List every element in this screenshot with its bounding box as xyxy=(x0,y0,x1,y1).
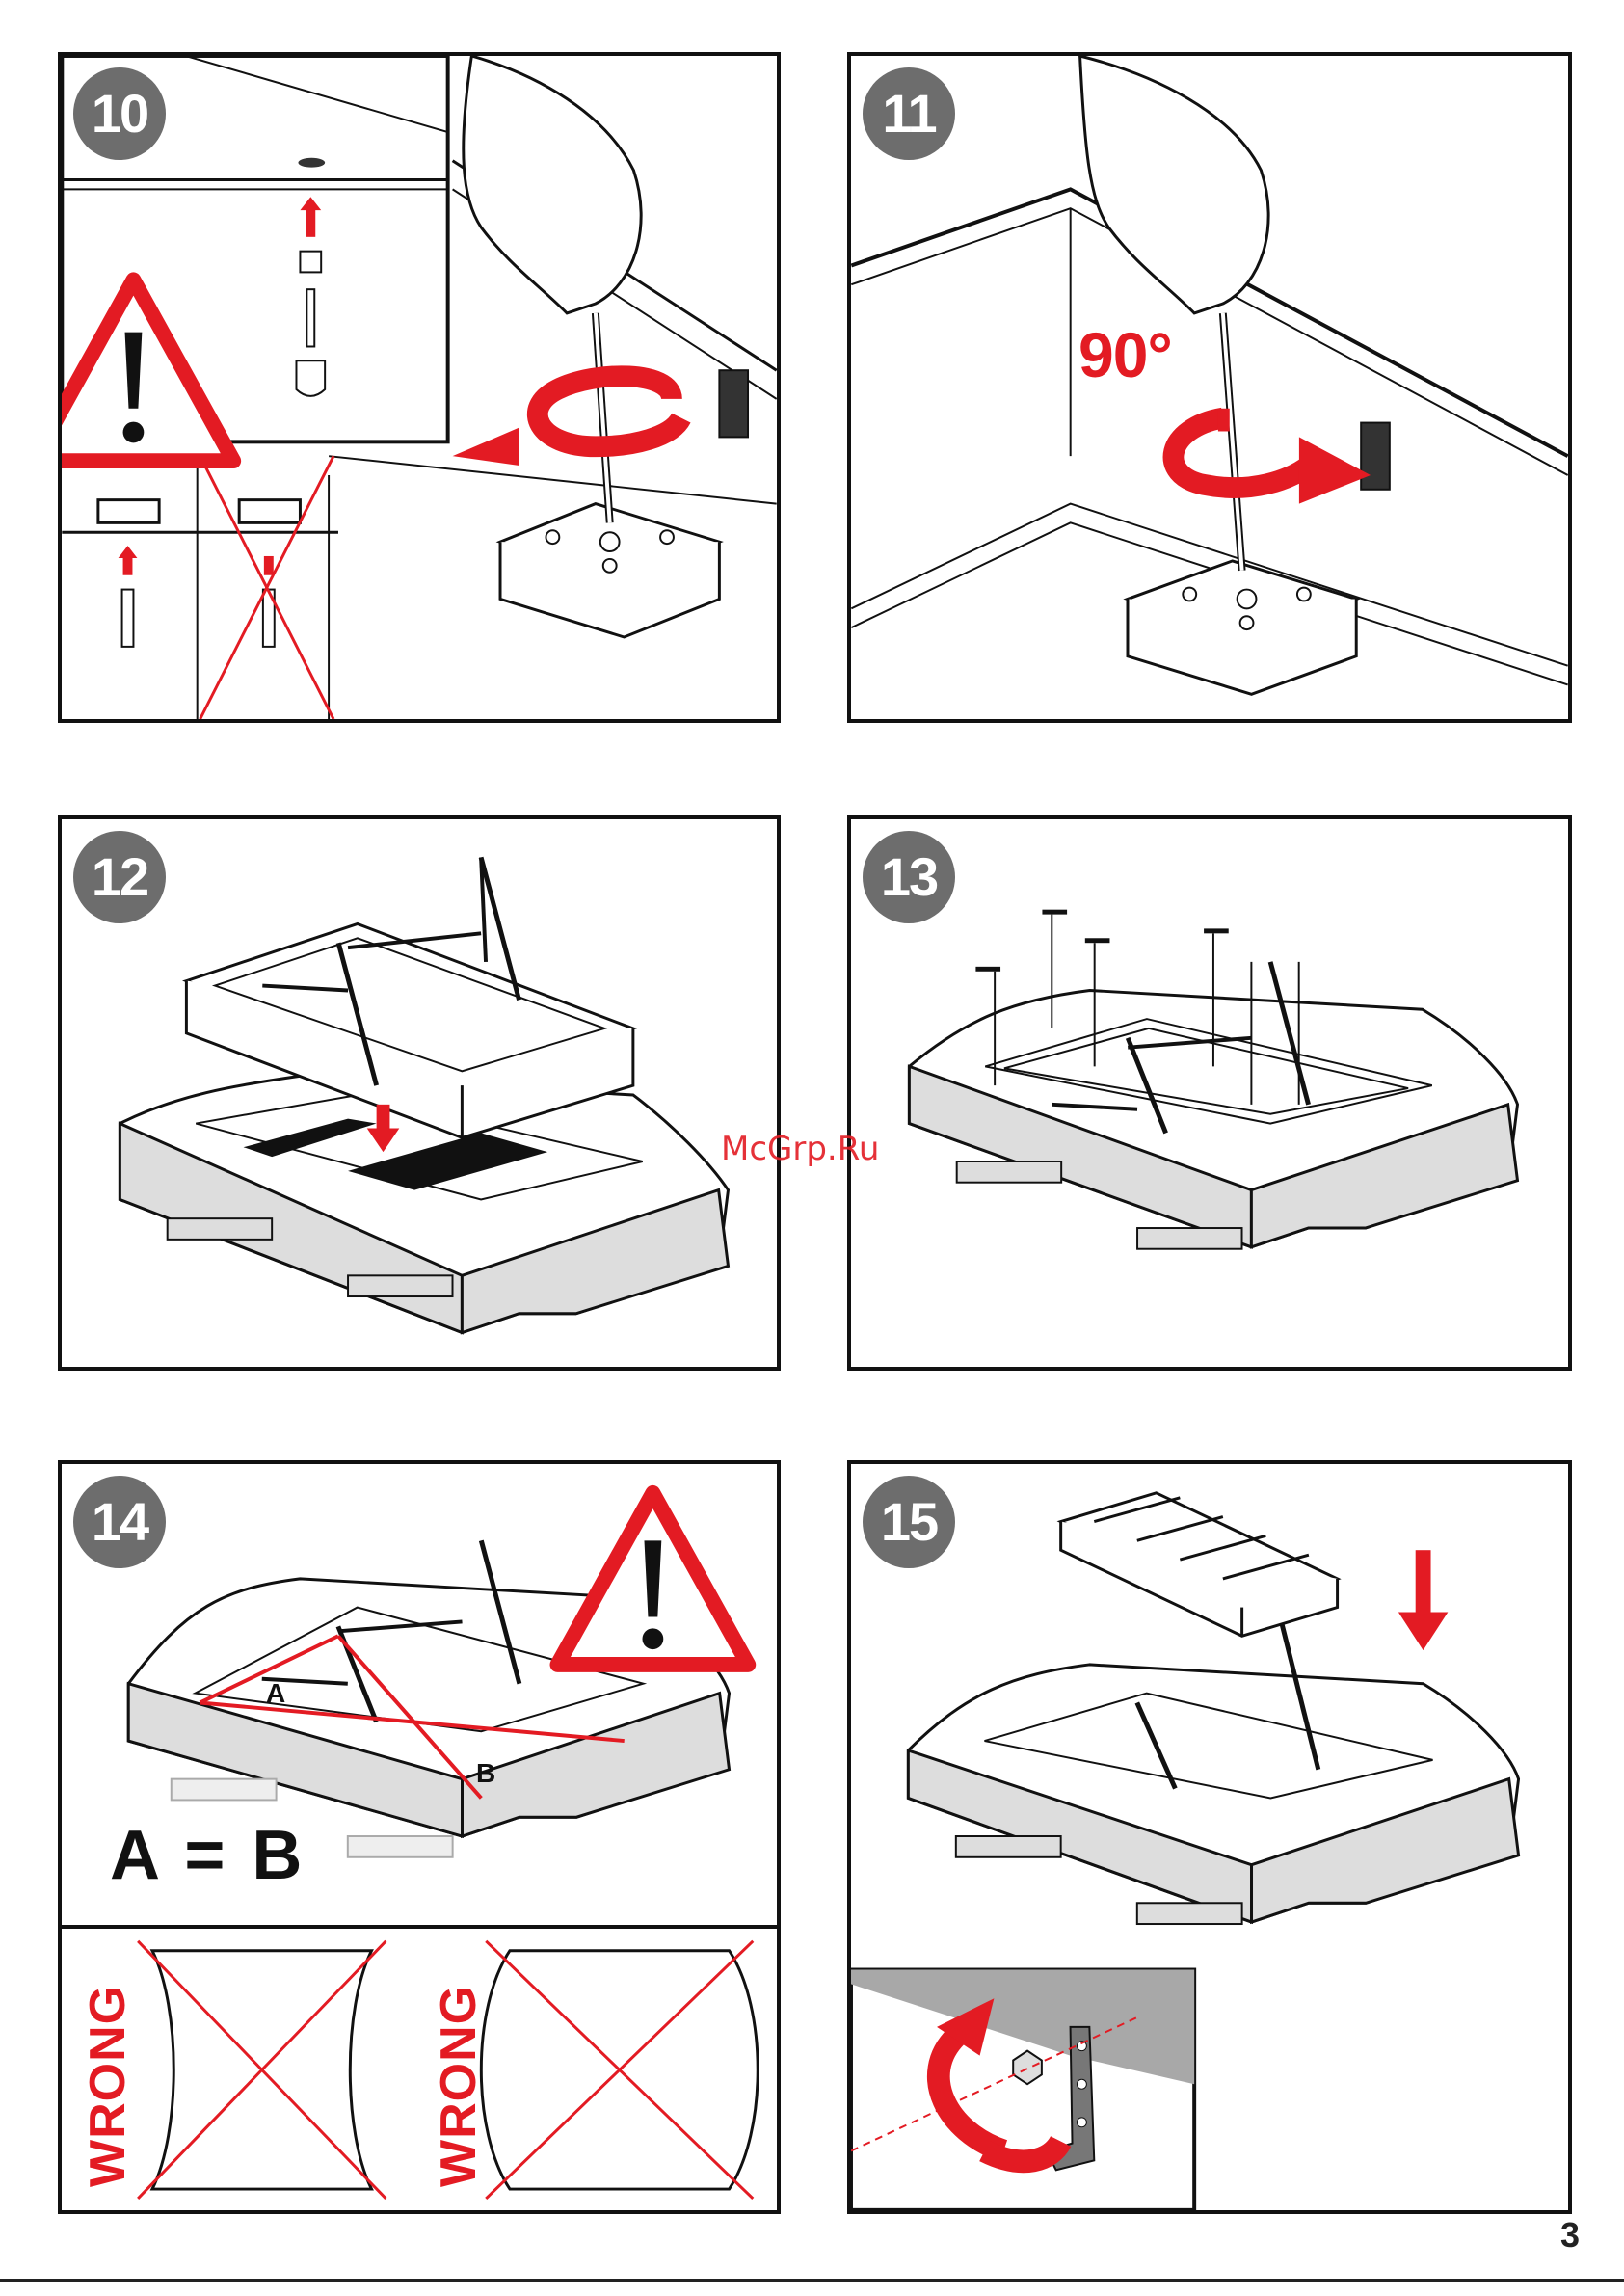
step-15-panel: 15 xyxy=(847,1460,1572,2214)
step-14-panel: 14 A B A = B WRONG WRONG xyxy=(58,1460,781,2214)
step-12-panel: 12 xyxy=(58,815,781,1371)
point-a-label: A xyxy=(266,1678,285,1709)
wrong-label-2: WRONG xyxy=(430,1985,488,2187)
footer-divider xyxy=(0,2279,1624,2282)
step-13-badge: 13 xyxy=(863,831,955,923)
step-13-illustration xyxy=(851,819,1568,1367)
wrong-label-1: WRONG xyxy=(79,1985,137,2187)
equation-label: A = B xyxy=(110,1816,306,1895)
step-15-badge: 15 xyxy=(863,1476,955,1568)
step-14-badge: 14 xyxy=(73,1476,166,1568)
page-number: 3 xyxy=(1560,2215,1580,2256)
watermark: McGrp.Ru xyxy=(721,1130,879,1168)
step-12-illustration xyxy=(62,819,777,1367)
step-10-panel: 10 xyxy=(58,52,781,723)
point-b-label: B xyxy=(476,1758,495,1789)
step-15-illustration xyxy=(851,1464,1568,2210)
step-10-illustration xyxy=(62,56,777,719)
rotation-angle-label: 90° xyxy=(1078,318,1172,391)
step-11-panel: 11 90° xyxy=(847,52,1572,723)
step-11-illustration xyxy=(851,56,1568,719)
step-12-badge: 12 xyxy=(73,831,166,923)
step-11-badge: 11 xyxy=(863,67,955,160)
step-10-badge: 10 xyxy=(73,67,166,160)
step-13-panel: 13 xyxy=(847,815,1572,1371)
warning-icon xyxy=(557,1493,748,1665)
